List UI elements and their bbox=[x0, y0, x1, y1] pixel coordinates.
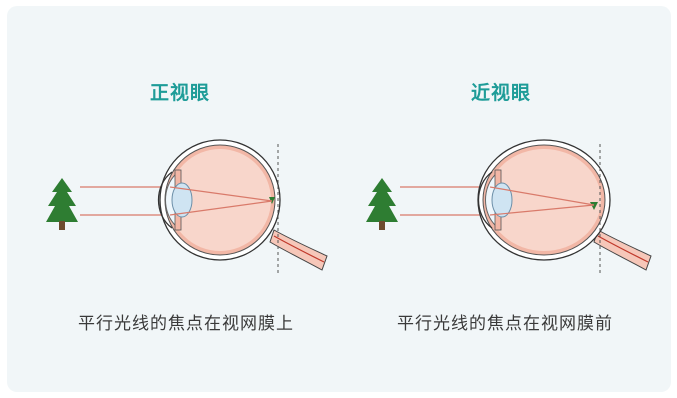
panel-caption-myopia: 平行光线的焦点在视网膜前 bbox=[355, 309, 655, 334]
myopic-eye-diagram bbox=[362, 130, 652, 280]
panel-title-normal: 正视眼 bbox=[110, 78, 250, 105]
tree-icon bbox=[366, 178, 398, 230]
eye-icon bbox=[478, 140, 651, 270]
panel-title-myopia: 近视眼 bbox=[431, 78, 571, 105]
normal-eye-diagram bbox=[42, 130, 332, 280]
tree-icon bbox=[46, 178, 78, 230]
panel-caption-normal: 平行光线的焦点在视网膜上 bbox=[36, 309, 336, 334]
